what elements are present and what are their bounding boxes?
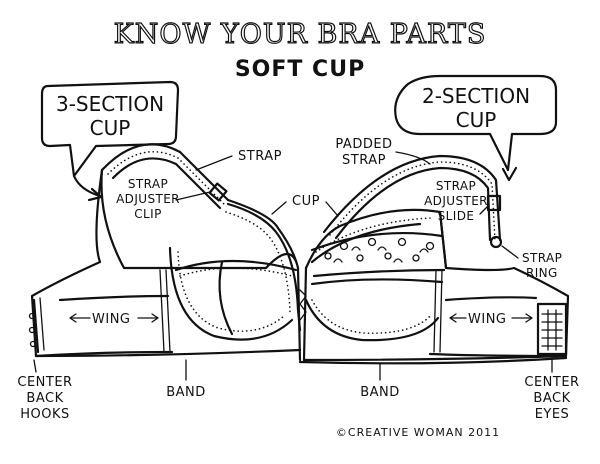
callout-2-section-cup: 2-SECTION CUP <box>394 74 558 182</box>
label-padded-strap-2: STRAP <box>342 153 386 168</box>
label-strap-adjuster-clip-3: CLIP <box>134 207 161 221</box>
label-strap-ring-1: STRAP <box>522 251 562 265</box>
lace-flowers <box>324 237 435 263</box>
label-band-right: BAND <box>360 385 400 400</box>
label-wing-right: WING <box>468 312 507 327</box>
label-strap-adjuster-slide-2: ADJUSTER <box>424 194 488 208</box>
strap-adjuster-clip <box>208 182 228 202</box>
bra-illustration <box>28 143 570 365</box>
label-strap-adjuster-clip-1: STRAP <box>128 177 168 191</box>
label-wing-right-group: WING <box>449 312 533 327</box>
callout-3-section-cup: 3-SECTION CUP <box>40 80 180 202</box>
callout-right-line2: CUP <box>456 108 497 132</box>
label-band-left: BAND <box>166 385 206 400</box>
callout-left-line2: CUP <box>90 116 131 140</box>
label-wing-left-group: WING <box>69 312 159 327</box>
left-wing <box>30 168 174 358</box>
right-strap <box>322 154 502 242</box>
label-strap-adjuster-slide-3: SLIDE <box>438 209 475 223</box>
label-strap-adjuster-slide-1: STRAP <box>436 179 476 193</box>
label-strap: STRAP <box>238 149 282 164</box>
label-center-back-hooks-3: HOOKS <box>20 407 70 422</box>
label-center-back-eyes-2: BACK <box>533 391 570 406</box>
strap-ring-drawing <box>489 235 503 249</box>
label-center-back-eyes-3: EYES <box>535 407 570 422</box>
center-back-hooks-drawing <box>28 312 37 348</box>
right-band-drawing <box>302 354 568 362</box>
diagram-title: KNOW YOUR BRA PARTS <box>114 19 487 50</box>
copyright-text: ©CREATIVE WOMAN 2011 <box>336 426 500 439</box>
callout-right-line1: 2-SECTION <box>422 84 530 108</box>
left-strap <box>100 143 230 202</box>
label-center-back-hooks-2: BACK <box>26 391 63 406</box>
label-center-back-hooks-1: CENTER <box>17 375 72 390</box>
center-back-eyes-drawing <box>536 302 568 356</box>
right-wing <box>428 210 570 358</box>
label-padded-strap-1: PADDED <box>335 137 392 152</box>
label-cup: CUP <box>292 194 320 209</box>
label-wing-left: WING <box>92 312 131 327</box>
label-center-back-eyes-1: CENTER <box>524 375 579 390</box>
diagram-subtitle: SOFT CUP <box>235 57 365 82</box>
strap-adjuster-slide <box>486 194 502 212</box>
left-cup <box>100 168 300 270</box>
left-band-drawing <box>34 348 302 358</box>
label-strap-ring-2: RING <box>526 266 558 280</box>
label-strap-adjuster-clip-2: ADJUSTER <box>116 192 180 206</box>
callout-left-line1: 3-SECTION <box>56 92 164 116</box>
